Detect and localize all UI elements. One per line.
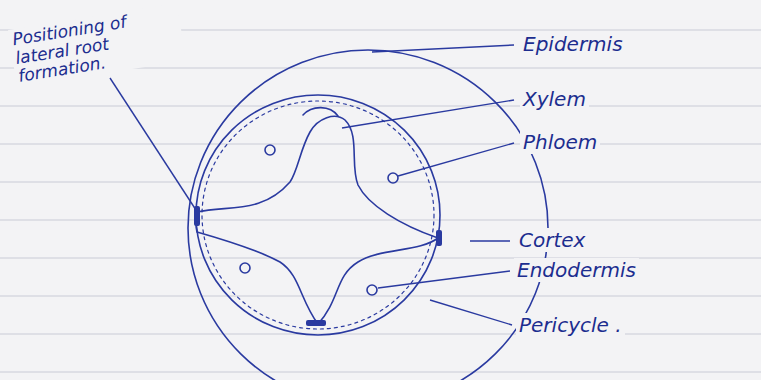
part-label: Endodermis	[514, 258, 639, 282]
part-label: Pericycle .	[516, 313, 625, 337]
lateral-root-marks	[194, 206, 442, 326]
leader-lines	[110, 45, 514, 325]
phloem-strand	[388, 173, 398, 183]
endodermis-outline	[196, 95, 440, 335]
phloem-strand	[367, 285, 377, 295]
xylem-tip	[303, 108, 338, 116]
part-label: Epidermis	[520, 32, 626, 56]
part-label: Cortex	[516, 228, 588, 252]
ruled-lines	[0, 30, 761, 372]
pericycle-outline	[202, 101, 434, 329]
part-label: Xylem	[520, 87, 589, 111]
part-label: Phloem	[520, 130, 600, 154]
xylem-star	[196, 116, 438, 324]
phloem-strand	[265, 145, 275, 155]
phloem-strand	[240, 263, 250, 273]
epidermis-outline	[188, 50, 548, 380]
note-label: Positioning of lateral root formation.	[8, 3, 186, 87]
